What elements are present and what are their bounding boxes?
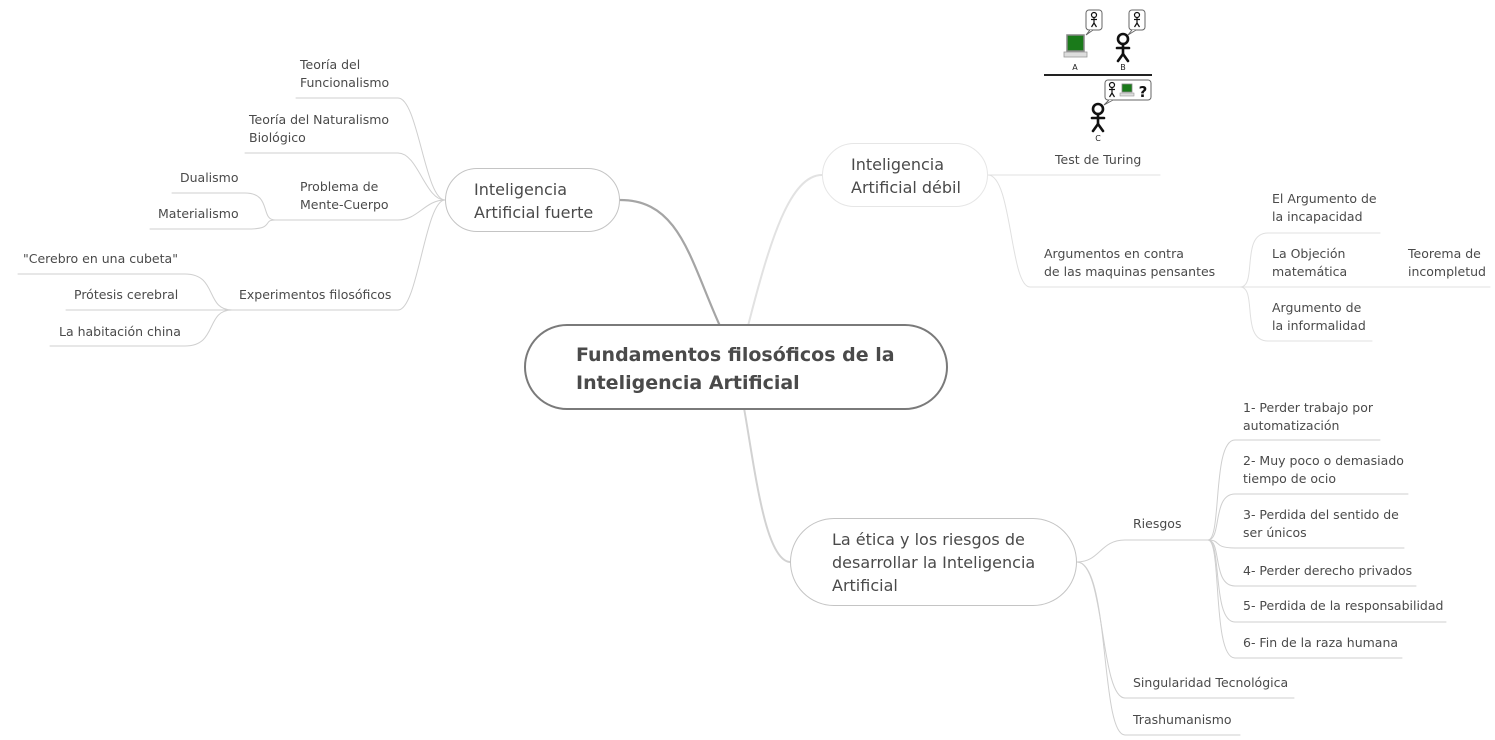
human-c-icon xyxy=(1090,102,1106,133)
turing-test-illustration: A B ? C xyxy=(1044,9,1152,143)
topic-ia-fuerte-label: Inteligencia Artificial fuerte xyxy=(474,180,594,222)
node-protesis[interactable]: Prótesis cerebral xyxy=(74,287,179,302)
node-test-turing[interactable]: Test de Turing xyxy=(1055,152,1142,167)
node-riesgo-1[interactable]: 1- Perder trabajo por automatización xyxy=(1243,400,1373,433)
branch-root-right-top xyxy=(747,174,823,327)
branch-root-left xyxy=(618,198,722,328)
speech-bubble-c-icon: ? xyxy=(1103,79,1152,106)
node-dualismo[interactable]: Dualismo xyxy=(180,170,239,185)
branch-root-right-bottom xyxy=(743,407,791,563)
node-riesgo-3[interactable]: 3- Perdida del sentido de ser únicos xyxy=(1243,507,1399,540)
node-riesgo-6[interactable]: 6- Fin de la raza humana xyxy=(1243,635,1399,650)
node-habitacion-china[interactable]: La habitación china xyxy=(59,324,181,339)
node-incapacidad[interactable]: El Argumento de la incapacidad xyxy=(1272,191,1377,224)
human-b-icon xyxy=(1115,32,1131,63)
topic-etica-riesgos[interactable]: La ética y los riesgos de desarrollar la… xyxy=(790,518,1077,606)
label-a: A xyxy=(1072,63,1078,72)
topic-etica-riesgos-label: La ética y los riesgos de desarrollar la… xyxy=(832,530,1036,595)
node-riesgo-4[interactable]: 4- Perder derecho privados xyxy=(1243,563,1413,578)
node-informalidad[interactable]: Argumento de la informalidad xyxy=(1272,300,1366,333)
node-singularidad[interactable]: Singularidad Tecnológica xyxy=(1133,675,1289,690)
computer-a-icon: A xyxy=(1063,34,1088,72)
question-mark: ? xyxy=(1139,83,1148,101)
speech-bubble-a-icon xyxy=(1085,9,1103,36)
node-mente-cuerpo[interactable]: Problema de Mente-Cuerpo xyxy=(300,179,389,212)
topic-ia-debil[interactable]: Inteligencia Artificial débil xyxy=(822,143,988,207)
node-cerebro-cubeta[interactable]: "Cerebro en una cubeta" xyxy=(23,251,178,266)
central-topic-title: Fundamentos filosóficos de la Inteligenc… xyxy=(576,344,895,394)
node-funcionalismo[interactable]: Teoría del Funcionalismo xyxy=(300,57,390,90)
node-riesgos[interactable]: Riesgos xyxy=(1133,516,1182,531)
label-b: B xyxy=(1120,63,1126,72)
node-experimentos[interactable]: Experimentos filosóficos xyxy=(239,287,392,302)
central-topic[interactable]: Fundamentos filosóficos de la Inteligenc… xyxy=(524,324,948,410)
topic-ia-fuerte[interactable]: Inteligencia Artificial fuerte xyxy=(445,168,620,232)
node-argumentos[interactable]: Argumentos en contra de las maquinas pen… xyxy=(1044,246,1216,279)
node-riesgo-5[interactable]: 5- Perdida de la responsabilidad xyxy=(1243,598,1444,613)
node-objecion[interactable]: La Objeción matemática xyxy=(1272,246,1348,279)
node-materialismo[interactable]: Materialismo xyxy=(158,206,239,221)
label-c: C xyxy=(1095,134,1101,143)
node-riesgo-2[interactable]: 2- Muy poco o demasiado tiempo de ocio xyxy=(1243,453,1404,486)
node-teorema[interactable]: Teorema de incompletud xyxy=(1408,246,1486,279)
topic-ia-debil-label: Inteligencia Artificial débil xyxy=(851,155,961,197)
node-naturalismo[interactable]: Teoría del Naturalismo Biológico xyxy=(249,112,390,145)
speech-bubble-b-icon xyxy=(1127,9,1146,36)
node-trashumanismo[interactable]: Trashumanismo xyxy=(1133,712,1232,727)
